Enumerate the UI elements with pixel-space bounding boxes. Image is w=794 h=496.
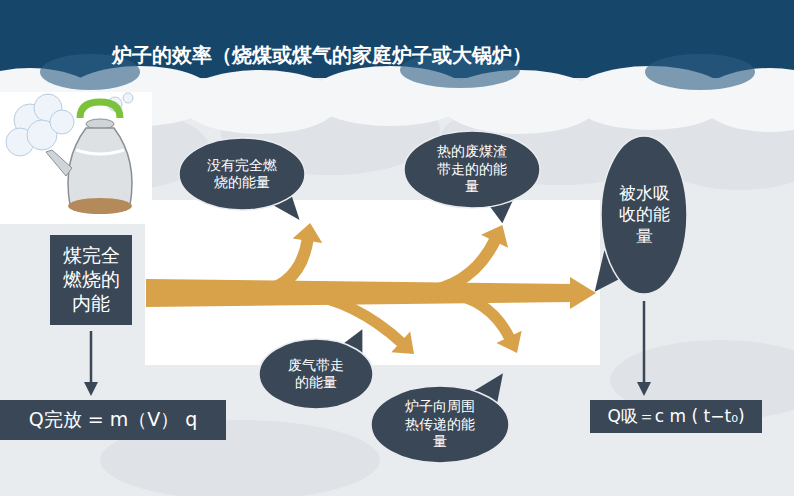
node-text: 炉子向周围热传递的能量 [400,398,480,451]
kettle-illustration [0,92,152,224]
node-text: 废气带走的能量 [288,357,344,392]
speech-bubble: 废气带走的能量 [258,338,374,410]
title: 炉子的效率（烧煤或煤气的家庭炉子或大锅炉） [112,42,532,69]
speech-bubble: 没有完全燃烧的能量 [178,137,306,211]
energy-arrow [445,293,522,353]
energy-box: 煤完全燃烧的内能 [50,235,132,325]
energy-arrow [637,301,651,396]
energy-arrow [250,223,322,293]
speech-bubble: 被水吸收的能量 [600,135,688,295]
node-text: Q吸＝c m ( t−t₀) [598,406,754,427]
energy-box: Q吸＝c m ( t−t₀) [590,400,762,433]
node-text: 热的废煤渣带走的的能量 [433,143,511,196]
node-text: 被水吸收的能量 [614,183,674,247]
energy-arrow [146,277,596,309]
node-text: Q完放 = m（V） q [8,408,218,432]
energy-box: Q完放 = m（V） q [0,400,226,440]
energy-arrow [84,331,98,396]
speech-bubble: 炉子向周围热传递的能量 [370,385,510,464]
node-text: 煤完全燃烧的内能 [56,244,126,315]
node-text: 没有完全燃烧的能量 [206,157,278,192]
speech-bubble: 热的废煤渣带走的的能量 [403,130,541,209]
energy-arrow [410,225,508,293]
